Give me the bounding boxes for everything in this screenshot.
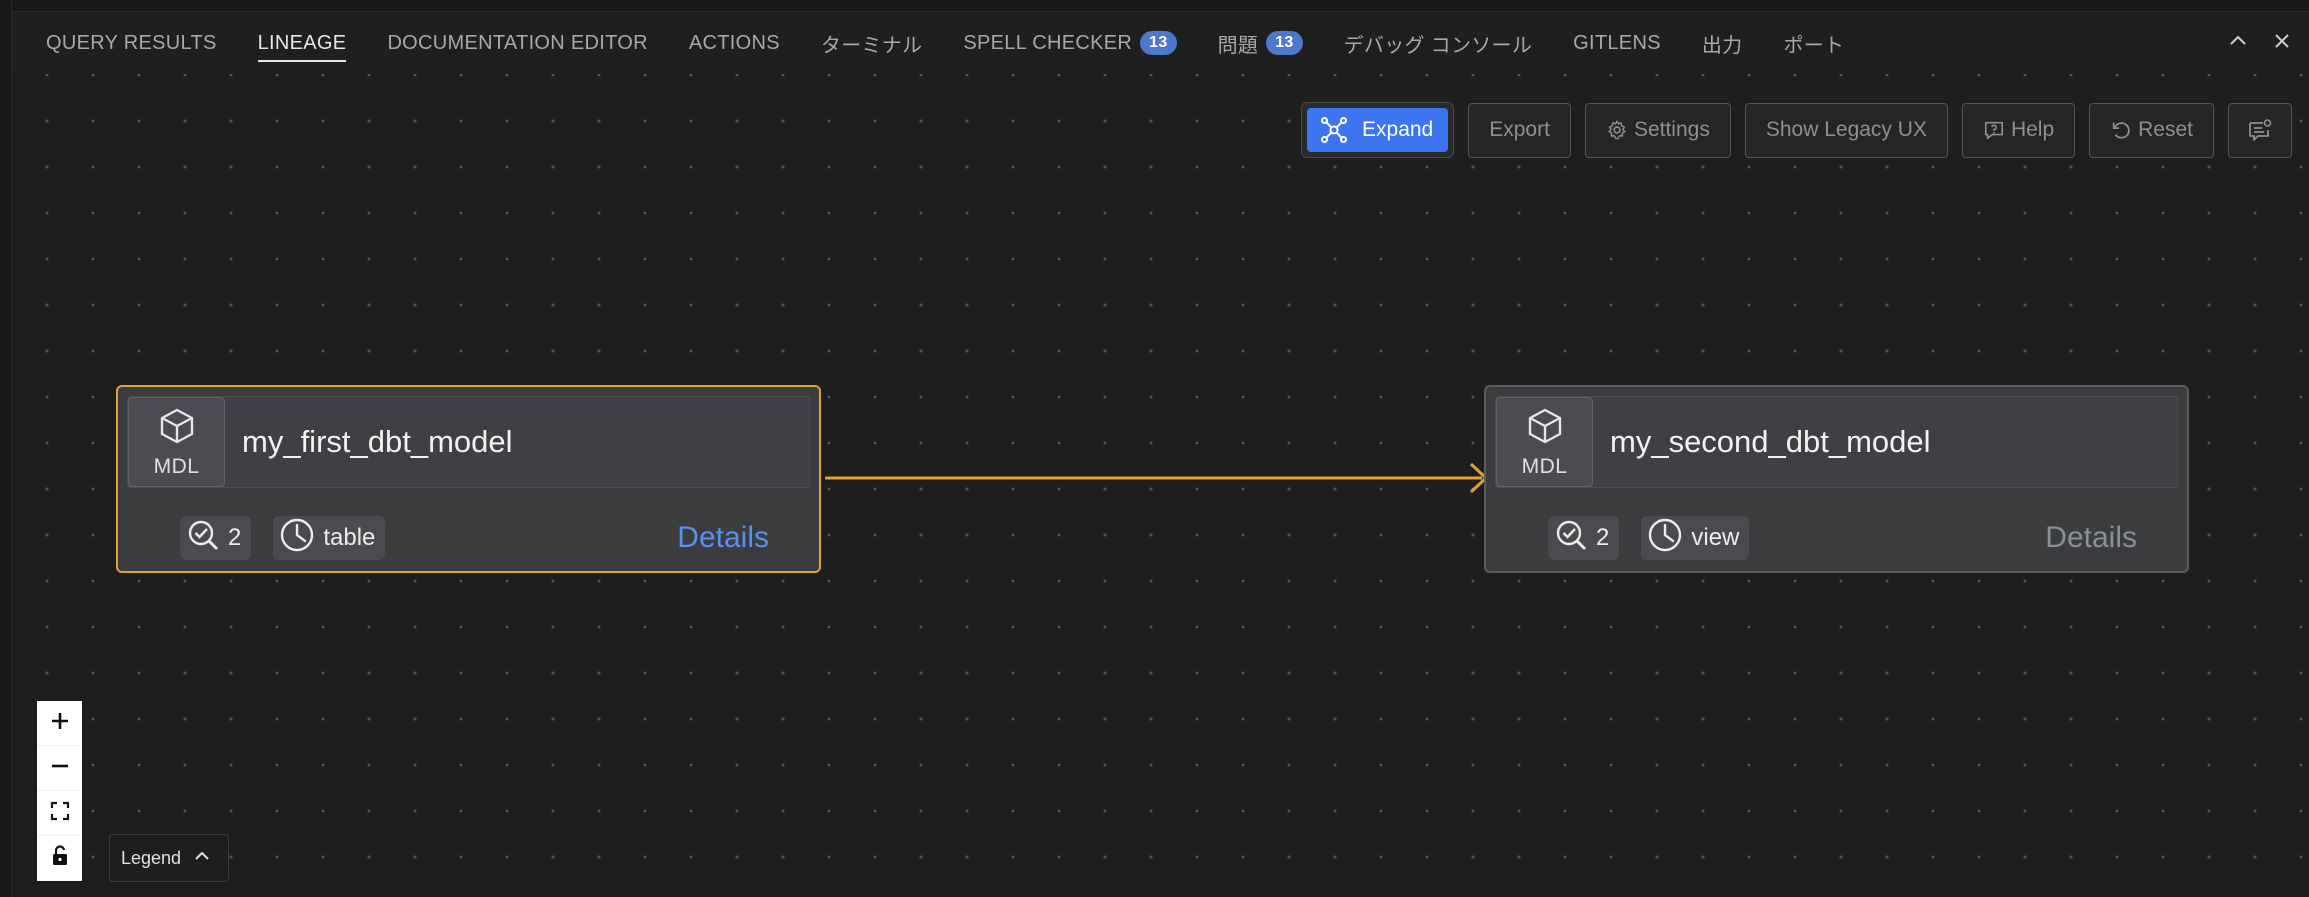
cube-icon <box>157 406 197 451</box>
expand-button[interactable]: Expand <box>1307 108 1449 152</box>
unlock-icon <box>50 845 70 872</box>
tab-label: デバッグ コンソール <box>1343 34 1533 57</box>
panel-tab-bar: QUERY RESULTS LINEAGE DOCUMENTATION EDIT… <box>12 12 2309 74</box>
tab-documentation-editor[interactable]: DOCUMENTATION EDITOR <box>387 12 647 74</box>
tests-chip[interactable]: 2 <box>1548 516 1620 560</box>
lock-button[interactable] <box>37 836 82 881</box>
materialization-chip[interactable]: table <box>273 516 386 560</box>
tab-label: QUERY RESULTS <box>46 31 217 54</box>
materialization-icon <box>279 517 315 560</box>
reset-label: Reset <box>2138 118 2193 141</box>
fit-view-button[interactable] <box>37 791 82 836</box>
tab-ports[interactable]: ポート <box>1783 12 1844 74</box>
tab-label: ターミナル <box>820 34 923 57</box>
expand-wrapper: Expand <box>1301 102 1455 158</box>
export-label: Export <box>1489 118 1550 141</box>
node-type-box: MDL <box>1496 397 1593 487</box>
chevron-up-icon[interactable] <box>2227 28 2249 59</box>
tab-label: LINEAGE <box>257 31 347 54</box>
tab-actions[interactable]: ACTIONS <box>689 12 780 74</box>
tab-terminal[interactable]: ターミナル <box>821 12 923 74</box>
settings-label: Settings <box>1633 118 1710 141</box>
help-icon <box>1983 119 2005 141</box>
tab-label: 出力 <box>1701 34 1743 57</box>
settings-button[interactable]: Settings <box>1584 102 1731 158</box>
node-footer: 2 table Details <box>180 515 769 561</box>
feedback-icon <box>2247 117 2273 143</box>
tab-problems[interactable]: 問題 13 <box>1218 12 1303 74</box>
tab-output[interactable]: 出力 <box>1702 12 1743 74</box>
model-node-my-second-dbt-model[interactable]: MDL my_second_dbt_model 2 view Deta <box>1484 385 2189 573</box>
node-type-label: MDL <box>1521 454 1568 478</box>
count-badge: 13 <box>1266 31 1303 55</box>
show-legacy-label: Show Legacy UX <box>1765 118 1927 141</box>
materialization-label: table <box>323 524 376 551</box>
lineage-toolbar: Expand Export Settings Show Legacy UX He… <box>1301 102 2292 158</box>
legend-toggle[interactable]: Legend <box>109 834 229 882</box>
tab-query-results[interactable]: QUERY RESULTS <box>46 12 217 74</box>
tab-lineage[interactable]: LINEAGE <box>257 12 347 74</box>
tab-label: 問題 <box>1217 34 1259 57</box>
export-button[interactable]: Export <box>1468 102 1571 158</box>
tab-label: ACTIONS <box>688 31 780 54</box>
tab-spell-checker[interactable]: SPELL CHECKER 13 <box>963 12 1177 74</box>
tab-label: DOCUMENTATION EDITOR <box>387 31 648 54</box>
panel-actions <box>2227 12 2293 74</box>
test-check-icon <box>186 518 220 559</box>
materialization-icon <box>1647 517 1683 560</box>
tests-count: 2 <box>1596 524 1610 551</box>
help-button[interactable]: Help <box>1961 102 2076 158</box>
node-title: my_first_dbt_model <box>242 424 513 459</box>
legend-label: Legend <box>121 847 182 868</box>
panel-top-border <box>12 0 2309 12</box>
node-header: MDL my_first_dbt_model <box>127 396 810 488</box>
fit-view-icon <box>50 801 70 826</box>
materialization-chip[interactable]: view <box>1641 516 1750 560</box>
cube-icon <box>1525 406 1565 451</box>
node-type-box: MDL <box>128 397 225 487</box>
minus-icon <box>49 755 71 782</box>
feedback-button[interactable] <box>2228 102 2292 158</box>
tests-chip[interactable]: 2 <box>180 516 252 560</box>
node-header: MDL my_second_dbt_model <box>1495 396 2178 488</box>
tab-gitlens[interactable]: GITLENS <box>1573 12 1661 74</box>
close-icon[interactable] <box>2271 28 2293 59</box>
reset-button[interactable]: Reset <box>2089 102 2214 158</box>
help-label: Help <box>2010 118 2055 141</box>
tab-label: SPELL CHECKER <box>963 31 1133 54</box>
materialization-label: view <box>1691 524 1740 551</box>
model-node-my-first-dbt-model[interactable]: MDL my_first_dbt_model 2 table Deta <box>116 385 821 573</box>
left-gutter <box>0 0 12 897</box>
test-check-icon <box>1554 518 1588 559</box>
reset-icon <box>2110 119 2132 141</box>
canvas-controls <box>37 701 82 881</box>
count-badge: 13 <box>1140 31 1177 55</box>
tab-label: GITLENS <box>1573 31 1661 54</box>
lineage-canvas[interactable]: Expand Export Settings Show Legacy UX He… <box>12 74 2309 897</box>
zoom-out-button[interactable] <box>37 746 82 791</box>
node-type-label: MDL <box>153 454 200 478</box>
details-link[interactable]: Details <box>677 521 769 554</box>
expand-nodes-icon <box>1320 116 1348 144</box>
zoom-in-button[interactable] <box>37 701 82 746</box>
details-link[interactable]: Details <box>2045 521 2137 554</box>
expand-label: Expand <box>1362 118 1434 141</box>
tests-count: 2 <box>228 524 242 551</box>
tab-label: ポート <box>1783 34 1845 57</box>
gear-icon <box>1606 119 1628 141</box>
chevron-up-icon <box>193 847 211 870</box>
show-legacy-ux-button[interactable]: Show Legacy UX <box>1744 102 1948 158</box>
node-title: my_second_dbt_model <box>1610 424 1931 459</box>
node-footer: 2 view Details <box>1548 515 2137 561</box>
tab-debug-console[interactable]: デバッグ コンソール <box>1344 12 1533 74</box>
plus-icon <box>49 710 71 737</box>
